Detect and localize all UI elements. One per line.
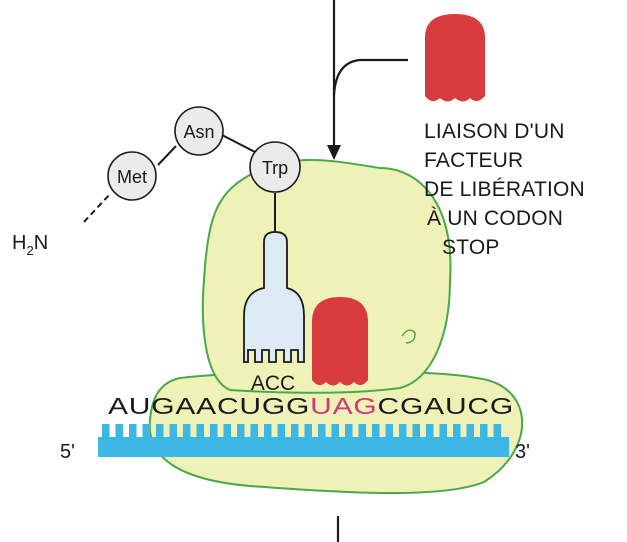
release-factor-icon (425, 14, 485, 102)
anticodon-label: ACC (251, 372, 295, 395)
mrna-base-tooth (156, 424, 164, 438)
amino-acid-asn: Asn (175, 107, 223, 155)
release-factor-caption: LIAISON D'UN FACTEUR DE LIBÉRATION À UN … (424, 117, 624, 262)
caption-line: À UN CODON (424, 204, 624, 233)
five-prime-label: 5' (60, 441, 75, 463)
mrna-base-tooth (224, 424, 232, 438)
mrna-base-tooth (251, 424, 259, 438)
amino-acid-met: Met (108, 152, 156, 200)
caption-line: DE LIBÉRATION (424, 175, 624, 204)
stop-codon: UAG (310, 393, 377, 419)
caption-line: FACTEUR (424, 146, 624, 175)
mrna-base-tooth (116, 424, 124, 438)
mrna-base-tooth (453, 424, 461, 438)
amino-acid-label: Trp (262, 158, 288, 178)
mrna-base-tooth (183, 424, 191, 438)
mrna-base-tooth (372, 424, 380, 438)
amino-acid-label: Asn (183, 122, 214, 142)
mrna-base-tooth (170, 424, 178, 438)
mrna-base-tooth (305, 424, 313, 438)
mrna-base-tooth (210, 424, 218, 438)
mrna-base-tooth (345, 424, 353, 438)
mrna-base-tooth (129, 424, 137, 438)
mrna-base-tooth (399, 424, 407, 438)
mrna-base-tooth (467, 424, 475, 438)
mrna-base-tooth (278, 424, 286, 438)
three-prime-label: 3' (515, 441, 530, 463)
mrna-base-tooth (359, 424, 367, 438)
mrna-base-tooth (197, 424, 205, 438)
amino-acid-label: Met (117, 167, 147, 187)
mrna-base-tooth (332, 424, 340, 438)
mrna-base-tooth (386, 424, 394, 438)
arrow-down-icon (327, 0, 408, 160)
mrna-base-tooth (237, 424, 245, 438)
amino-acid-trp: Trp (250, 142, 300, 192)
mrna-base-tooth (264, 424, 272, 438)
caption-line: LIAISON D'UN (424, 117, 624, 146)
n-terminus-label: H2N (12, 232, 48, 258)
mrna-base-tooth (102, 424, 110, 438)
mrna-base-tooth (291, 424, 299, 438)
mrna-base-tooth (426, 424, 434, 438)
mrna-base-tooth (413, 424, 421, 438)
mrna-base-tooth (480, 424, 488, 438)
mrna-base-tooth (318, 424, 326, 438)
mrna-base-tooth (440, 424, 448, 438)
bound-release-factor (312, 297, 368, 386)
mrna-base-tooth (143, 424, 151, 438)
mrna-base-tooth (494, 424, 502, 438)
caption-line: STOP (424, 233, 624, 262)
